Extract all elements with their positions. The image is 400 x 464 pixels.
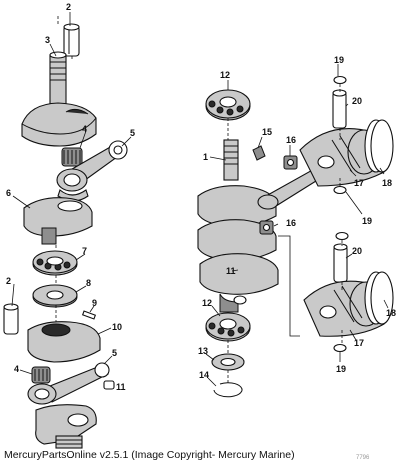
- part-2-crankpin-top: [63, 23, 80, 57]
- part-12-upper-ball-bearing: [205, 89, 251, 121]
- callout-7: 7: [82, 246, 87, 256]
- callout-2-top: 2: [66, 2, 71, 12]
- part-3-upper-crankshaft-half: [21, 51, 97, 147]
- callout-16-top: 16: [286, 135, 296, 145]
- part-1-crankshaft-assembly: [197, 139, 279, 313]
- part-19-retaining-ring-top: [333, 75, 347, 85]
- image-copyright-caption: MercuryPartsOnline v2.5.1 (Image Copyrig…: [4, 449, 295, 461]
- part-7-ball-bearing: [32, 250, 78, 276]
- callout-19-top: 19: [334, 55, 344, 65]
- part-5-connecting-rod-bottom: [27, 362, 110, 405]
- part-11-small-pin: [103, 380, 115, 390]
- callout-20-top: 20: [352, 96, 362, 106]
- part-15-woodruff-key: [252, 145, 266, 161]
- part-12-lower-ball-bearing: [205, 312, 251, 342]
- callout-1: 1: [203, 152, 208, 162]
- part-6-middle-crank-web: [23, 197, 93, 245]
- lower-crankshaft-end: [35, 404, 97, 449]
- callout-labels: 2 3 4 5 6 7 8 9 10 2 4 5 11 12 19 20 15 …: [6, 2, 396, 392]
- callout-8: 8: [86, 278, 91, 288]
- part-4-needle-bearing-bottom: [31, 366, 51, 384]
- callout-19-middle: 19: [362, 216, 372, 226]
- part-19-retaining-ring-middle: [333, 185, 347, 195]
- callout-20-bottom: 20: [352, 246, 362, 256]
- part-13-washer: [211, 353, 245, 371]
- part-2-crankpin-bottom: [3, 303, 19, 335]
- callout-12-top: 12: [220, 70, 230, 80]
- part-14-snap-ring: [213, 382, 243, 398]
- callout-18-top: 18: [382, 178, 392, 188]
- callout-3: 3: [45, 35, 50, 45]
- callout-11: 11: [116, 382, 126, 392]
- callout-11-right: 11: [226, 266, 236, 276]
- callout-2-bottom: 2: [6, 276, 11, 286]
- part-19-retaining-ring-bottom: [333, 343, 347, 353]
- callout-17-top: 17: [354, 178, 364, 188]
- callout-4-top: 4: [82, 124, 87, 134]
- part-19-retaining-ring-lower-top: [335, 231, 349, 241]
- callout-5-top: 5: [130, 128, 135, 138]
- part-16-lower-nut: [259, 220, 274, 235]
- assembly-center-lines: [55, 16, 343, 384]
- part-20-piston-pin-bottom: [333, 243, 348, 283]
- callout-6: 6: [6, 188, 11, 198]
- figure-reference-number: 7796: [356, 455, 370, 461]
- callout-15: 15: [262, 127, 272, 137]
- part-10-lower-crank-web: [27, 321, 101, 363]
- callout-4-bottom: 4: [14, 364, 19, 374]
- part-18-upper-piston-rings: [364, 119, 394, 173]
- callout-14: 14: [199, 370, 209, 380]
- callout-16-lower: 16: [286, 218, 296, 228]
- part-20-piston-pin-top: [332, 89, 347, 129]
- part-18-lower-piston-rings: [364, 271, 394, 325]
- callout-17-bottom: 17: [354, 338, 364, 348]
- callout-19-bottom: 19: [336, 364, 346, 374]
- callout-13: 13: [198, 346, 208, 356]
- callout-12-bottom: 12: [202, 298, 212, 308]
- callout-9: 9: [92, 298, 97, 308]
- callout-5-bottom: 5: [112, 348, 117, 358]
- callout-18-bottom: 18: [386, 308, 396, 318]
- part-8-seal-ring: [32, 284, 78, 308]
- callout-10: 10: [112, 322, 122, 332]
- part-9-dowel-pin: [81, 310, 97, 320]
- part-16-upper-nut: [283, 155, 298, 170]
- leader-lines: [11, 12, 389, 387]
- part-4-needle-bearing-top: [61, 147, 83, 167]
